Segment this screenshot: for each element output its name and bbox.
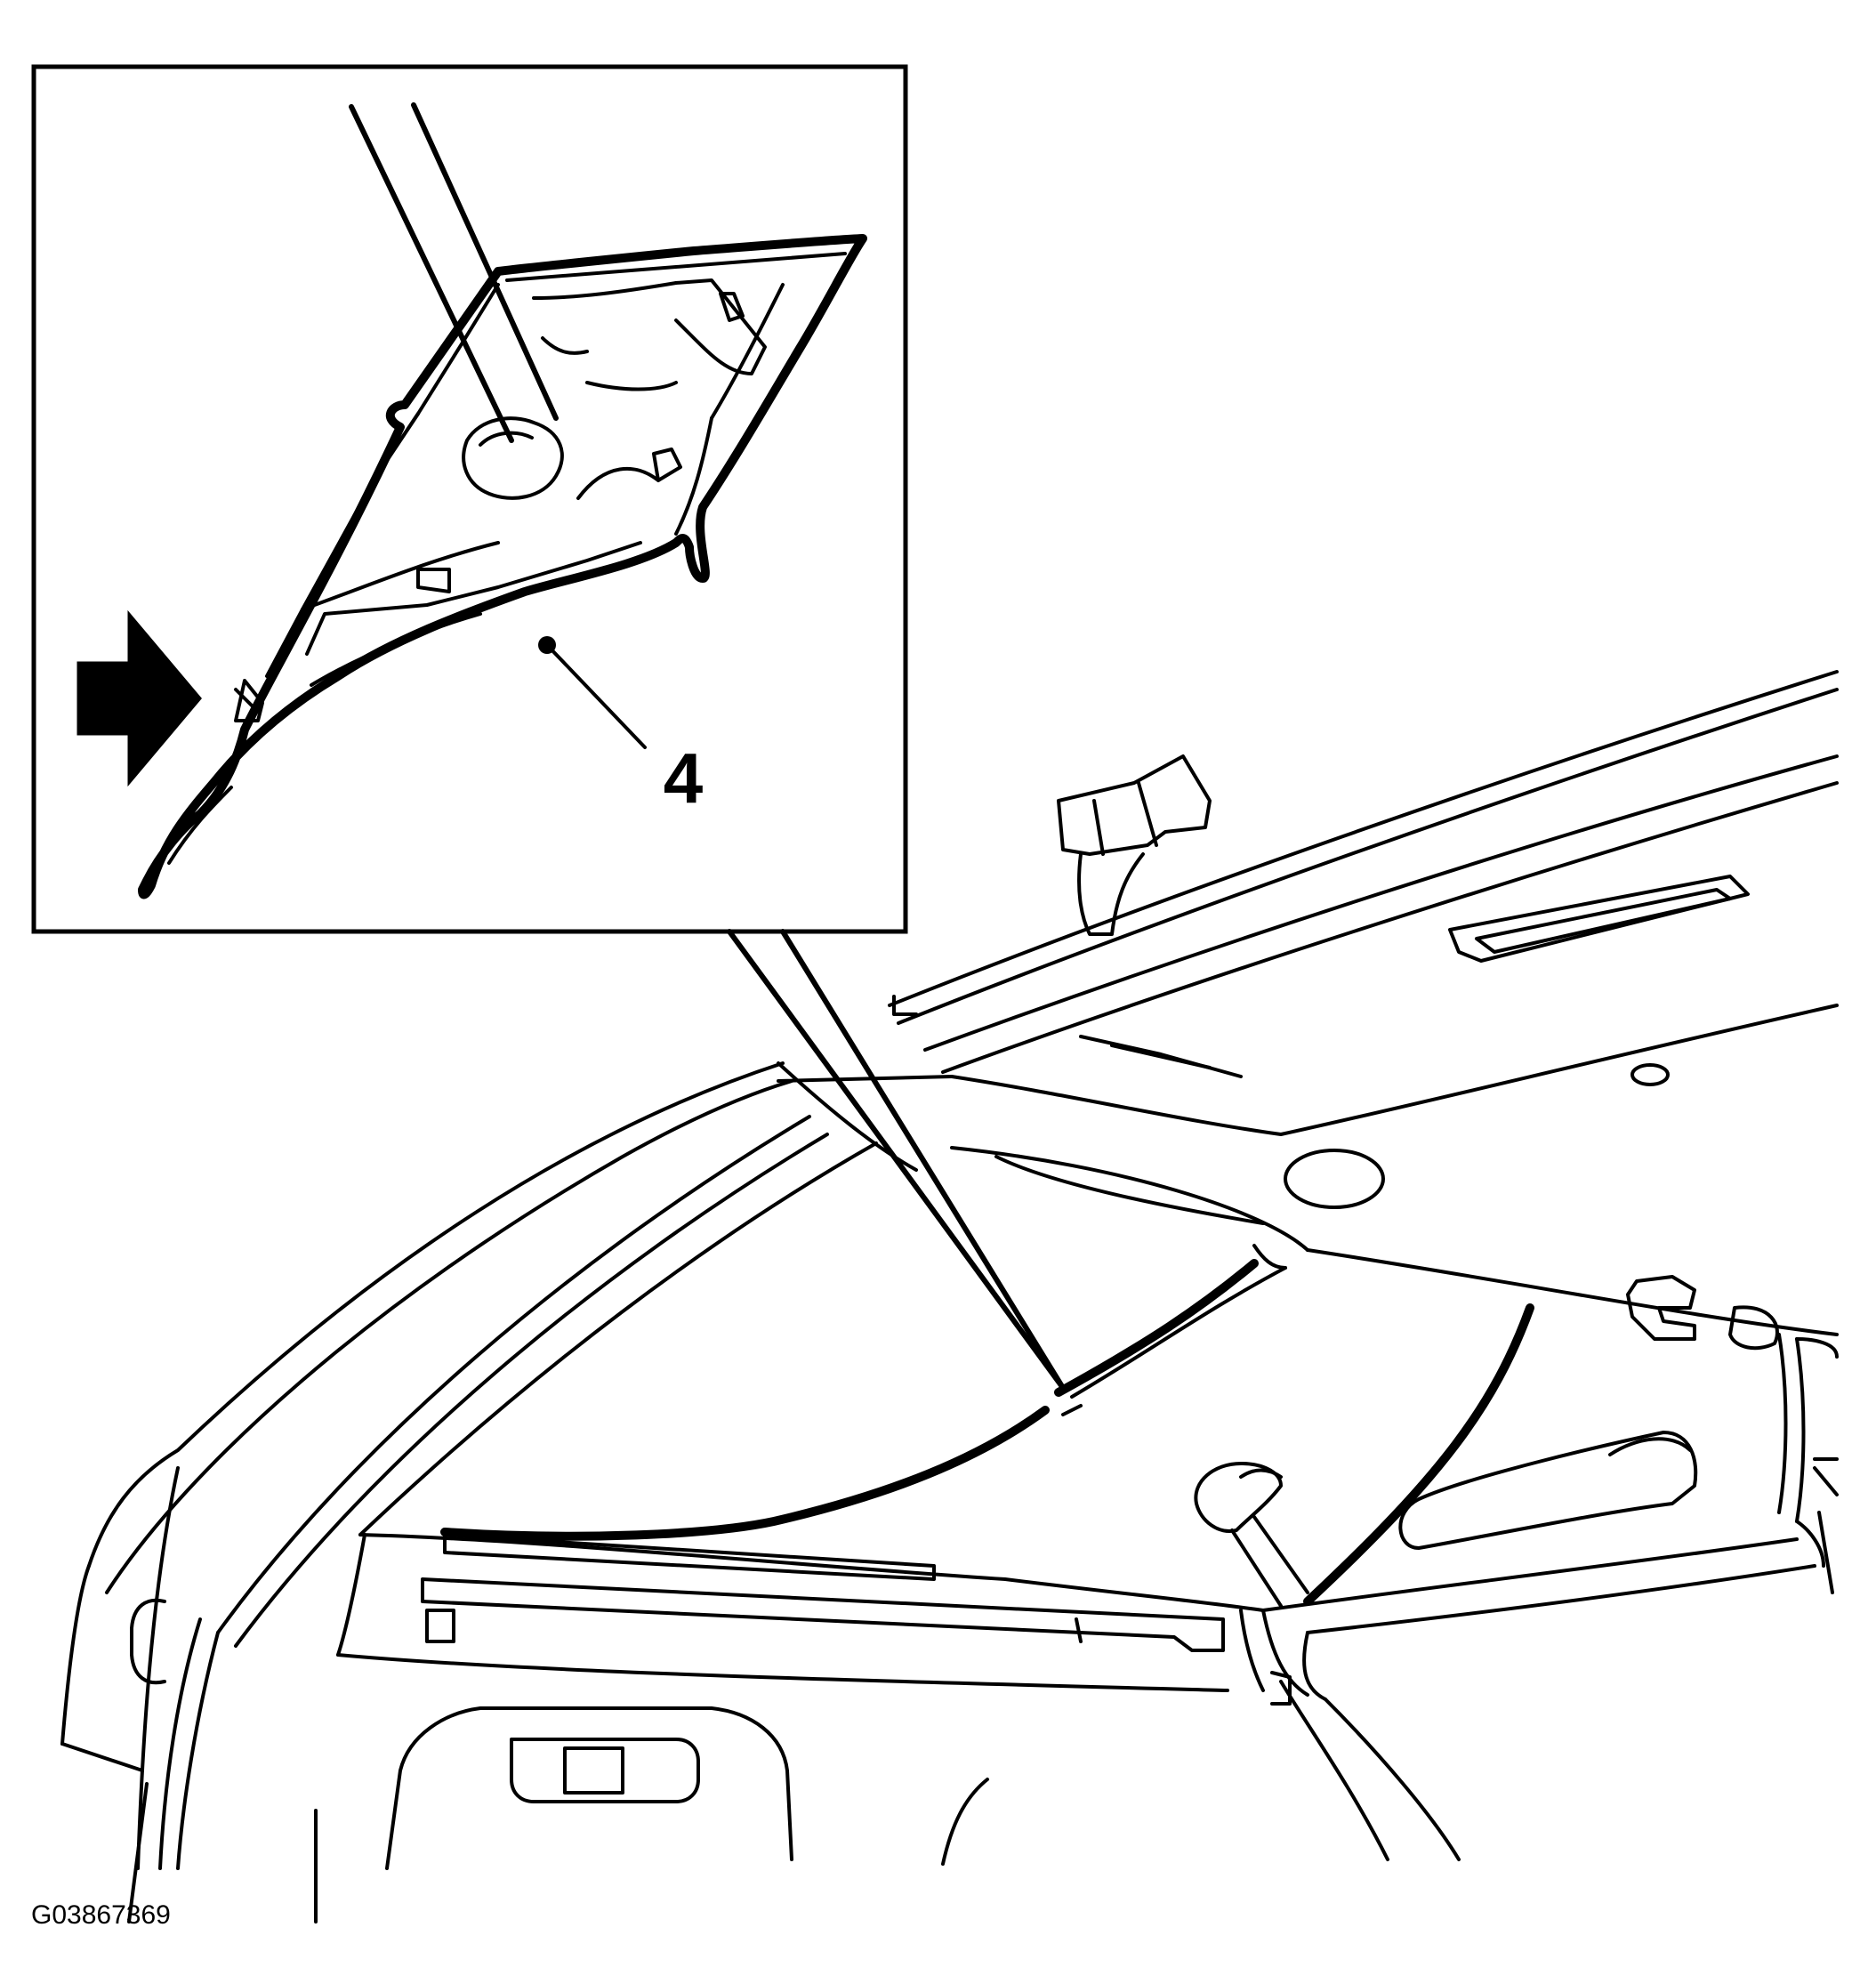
vehicle-interior-view [60, 670, 1839, 1924]
dashboard-top [336, 1533, 1265, 1692]
detail-inset: 4 [31, 64, 908, 934]
callout-number: 4 [664, 738, 704, 818]
figure-id: G03867369 [31, 1900, 171, 1930]
roof-vent [1448, 875, 1750, 963]
detail-frame [31, 64, 908, 934]
magnification-lines [727, 929, 1066, 1391]
grab-handle [1057, 754, 1212, 936]
coat-hook [1626, 1275, 1779, 1351]
instrument-hood [385, 1706, 989, 1870]
headliner [950, 1004, 1839, 1336]
roof-rail [888, 670, 1839, 1074]
trim-panel [138, 234, 867, 899]
pry-tool [349, 102, 564, 500]
sun-visor [1303, 1303, 1839, 1606]
a-pillar [60, 1061, 954, 1924]
arrow-right-icon [76, 609, 202, 787]
rearview-mirror [1194, 1462, 1816, 1861]
callout-leader [538, 636, 647, 749]
windshield-trim [440, 1244, 1287, 1541]
